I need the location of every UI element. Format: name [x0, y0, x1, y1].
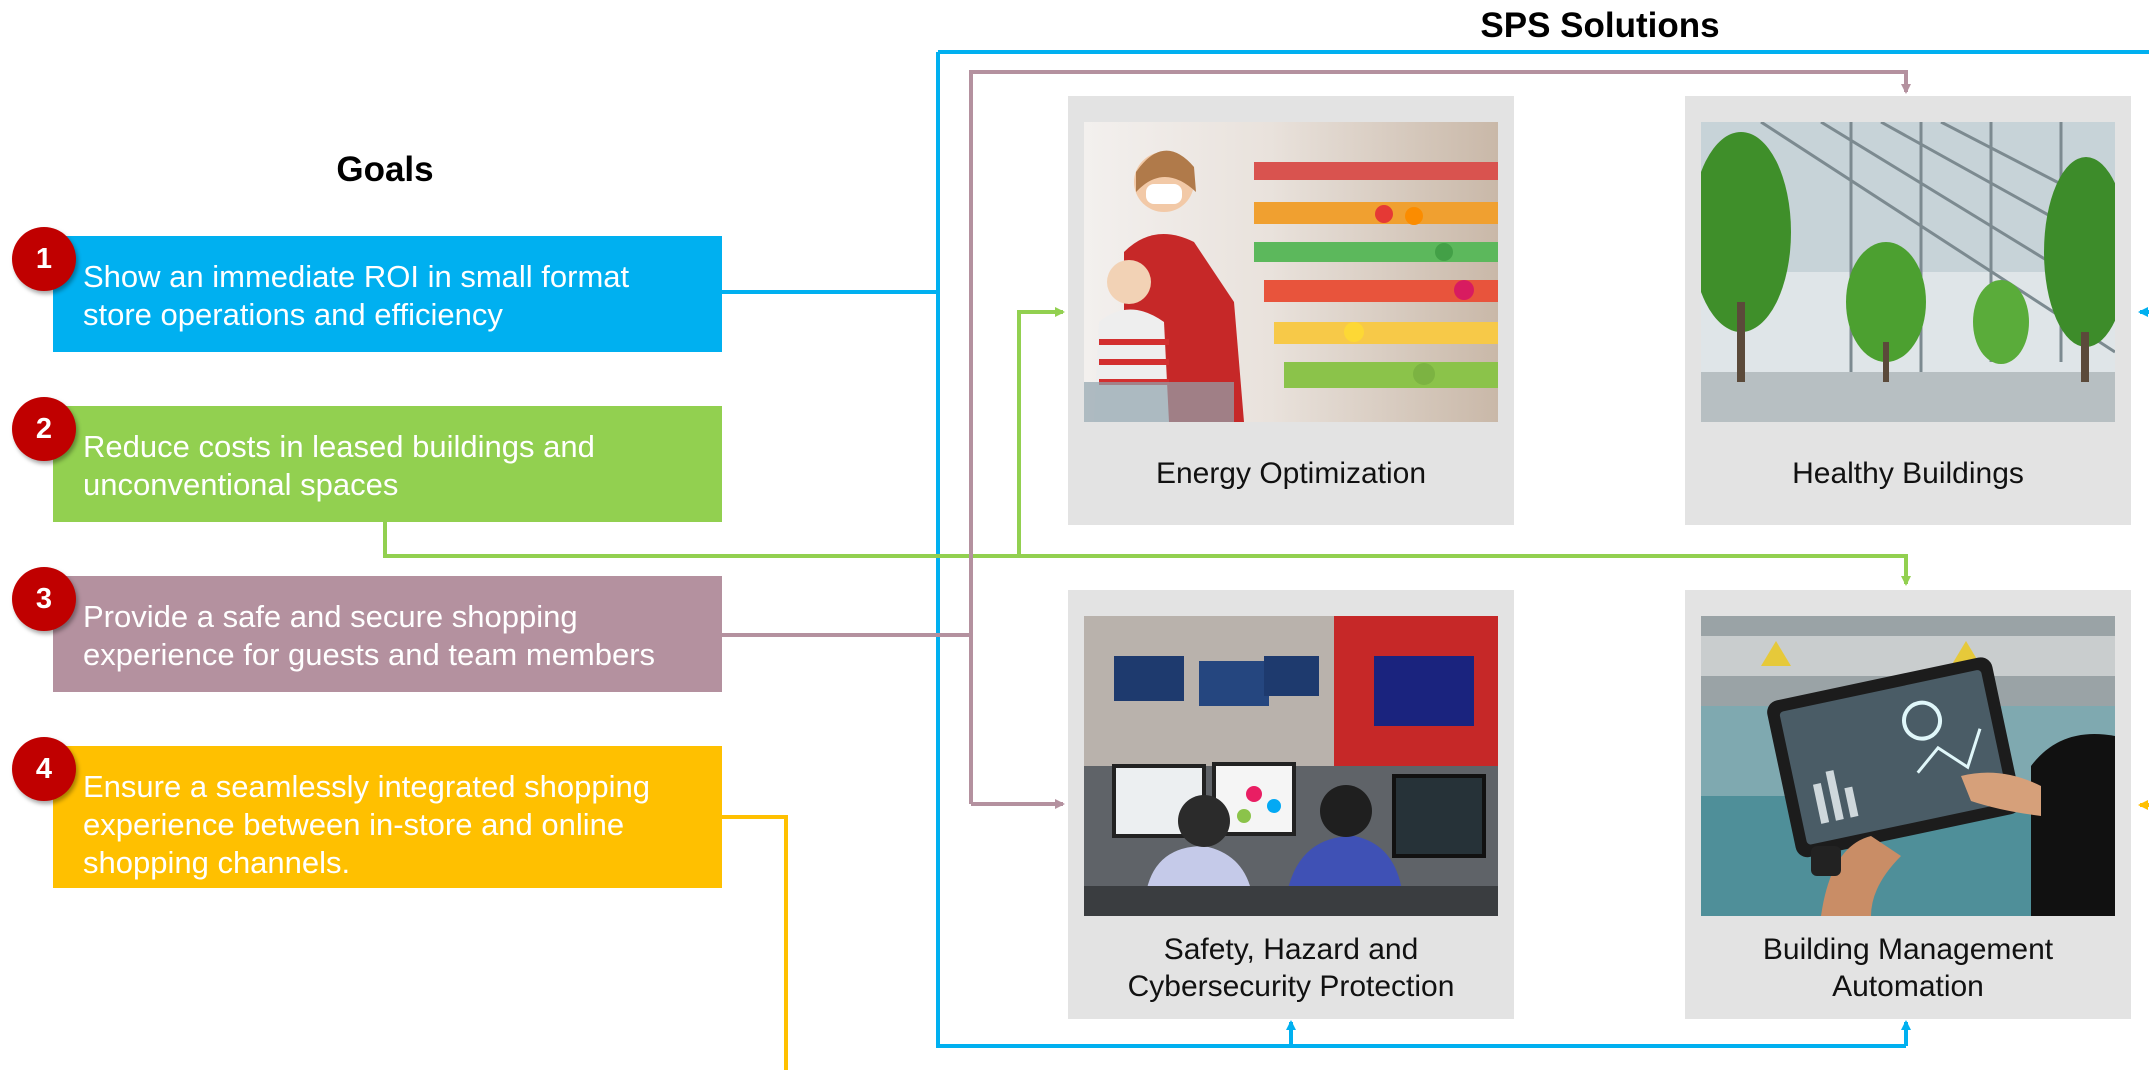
- solution-label: Healthy Buildings: [1792, 457, 2024, 490]
- goal-1-connector: [722, 50, 2149, 1048]
- goal-4-badge: 4: [12, 737, 76, 801]
- goal-3-text: Provide a safe and secure shopping exper…: [83, 599, 656, 672]
- solution-card-healthy-buildings: Healthy Buildings: [1685, 96, 2131, 525]
- goal-3-connector: [722, 70, 1911, 809]
- goal-4-connector: [722, 800, 2149, 1070]
- solutions-heading: SPS Solutions: [1480, 6, 1720, 45]
- goal-2-box: Reduce costs in leased buildings and unc…: [53, 406, 722, 522]
- solution-label: Building Management Automation: [1762, 932, 2054, 1003]
- goal-4-box: Ensure a seamlessly integrated shopping …: [53, 746, 722, 888]
- goal-3-badge: 3: [12, 567, 76, 631]
- goal-4-text: Ensure a seamlessly integrated shopping …: [83, 769, 650, 880]
- goal-1-text: Show an immediate ROI in small format st…: [83, 259, 630, 332]
- grocery-shoppers-photo: [1084, 122, 1498, 422]
- goal-2-badge: 2: [12, 397, 76, 461]
- solution-label: Safety, Hazard and Cybersecurity Protect…: [1127, 932, 1455, 1003]
- tablet-control-photo: [1701, 616, 2115, 916]
- goal-1-box: Show an immediate ROI in small format st…: [53, 236, 722, 352]
- goals-heading: Goals: [336, 150, 434, 189]
- control-room-photo: [1084, 616, 1498, 916]
- goal-1-badge: 1: [12, 227, 76, 291]
- solution-label: Energy Optimization: [1155, 457, 1427, 490]
- solution-card-building-automation: Building Management Automation: [1685, 590, 2131, 1019]
- goal-3-box: Provide a safe and secure shopping exper…: [53, 576, 722, 692]
- green-atrium-photo: [1701, 122, 2115, 422]
- goal-2-connector: [383, 307, 1911, 586]
- goal-2-text: Reduce costs in leased buildings and unc…: [83, 429, 595, 502]
- solution-card-energy-optimization: Energy Optimization: [1068, 96, 1514, 525]
- solution-card-safety-protection: Safety, Hazard and Cybersecurity Protect…: [1068, 590, 1514, 1019]
